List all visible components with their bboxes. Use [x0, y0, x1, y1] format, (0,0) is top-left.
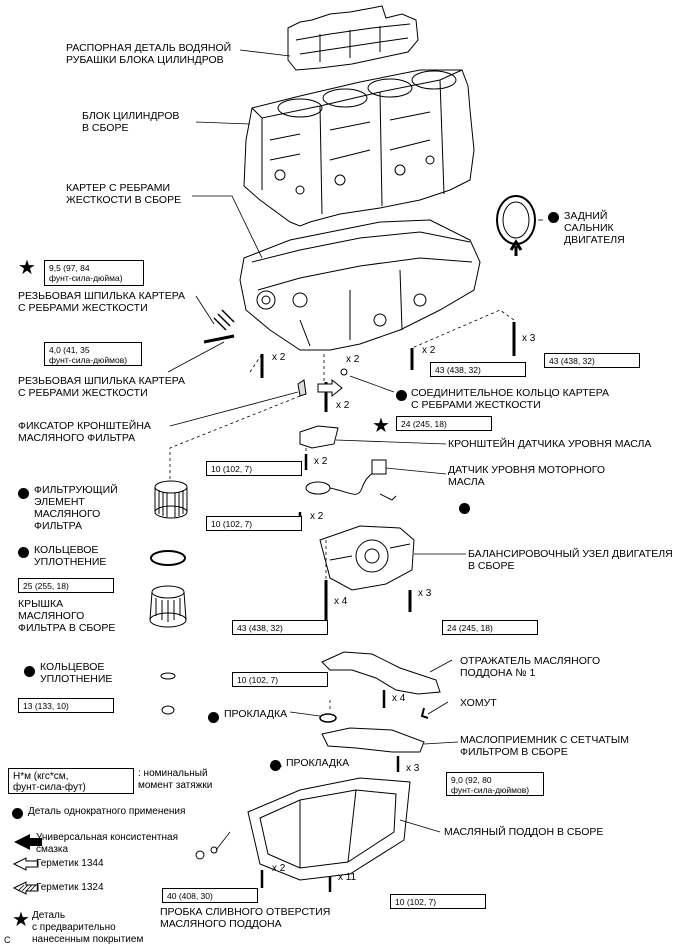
baffle-part	[321, 651, 441, 695]
non-reusable-icon	[208, 712, 219, 723]
label-oil-level-bracket: КРОНШТЕЙН ДАТЧИКА УРОВНЯ МАСЛА	[448, 438, 652, 450]
legend-sealant-1324: Герметик 1324	[36, 882, 104, 893]
label-clamp: ХОМУТ	[460, 697, 497, 709]
water-jacket-spacer-part	[287, 5, 419, 71]
label-drain-plug: ПРОБКА СЛИВНОГО ОТВЕРСТИЯ МАСЛЯНОГО ПОДД…	[160, 906, 331, 930]
label-cylinder-block: БЛОК ЦИЛИНДРОВ В СБОРЕ	[82, 110, 180, 134]
quantity-label: x 2	[336, 400, 350, 411]
torque-box: 9,5 (97, 84 фунт-сила-дюйма)	[44, 260, 144, 286]
label-rear-oil-seal: ЗАДНИЙ САЛЬНИК ДВИГАТЕЛЯ	[564, 210, 625, 246]
quantity-label: x 3	[522, 333, 536, 344]
legend-grease: Универсальная консистентная смазка	[36, 832, 179, 855]
quantity-label: x 3	[406, 763, 420, 774]
torque-box: 9,0 (92, 80 фунт-сила-дюймов)	[446, 772, 544, 796]
label-filter-cap: КРЫШКА МАСЛЯНОГО ФИЛЬТРА В СБОРЕ	[18, 598, 116, 634]
label-water-jacket-spacer: РАСПОРНАЯ ДЕТАЛЬ ВОДЯНОЙ РУБАШКИ БЛОКА Ц…	[66, 42, 232, 66]
filter-bracket-retainer-part	[297, 379, 307, 397]
corner-mark: C	[4, 935, 11, 945]
cylinder-block-part	[243, 69, 475, 227]
non-reusable-icon	[548, 212, 559, 223]
torque-box: 43 (438, 32)	[544, 353, 640, 368]
label-stud-bolt-1: РЕЗЬБОВАЯ ШПИЛЬКА КАРТЕРА С РЕБРАМИ ЖЕСТ…	[18, 290, 186, 314]
quantity-label: x 2	[422, 345, 436, 356]
torque-box: 13 (133, 10)	[18, 698, 114, 713]
label-oil-pan: МАСЛЯНЫЙ ПОДДОН В СБОРЕ	[444, 826, 604, 838]
legend-non-reusable: Деталь однократного применения	[28, 806, 186, 817]
oil-level-bracket-part	[299, 425, 339, 449]
gasket-part-2	[210, 846, 218, 854]
legend-unit-box: Н*м (кгс*см, фунт-сила-фут)	[8, 768, 134, 794]
quantity-label: x 2	[272, 352, 286, 363]
sensor-clip-part	[379, 493, 397, 501]
crankcase-ring-part	[340, 368, 348, 376]
rear-oil-seal-part	[496, 195, 536, 256]
label-filter-bracket-retainer: ФИКСАТОР КРОНШТЕЙНА МАСЛЯНОГО ФИЛЬТРА	[18, 420, 151, 444]
label-o-ring-1: КОЛЬЦЕВОЕ УПЛОТНЕНИЕ	[34, 544, 107, 568]
sealant-1324-arrow-icon	[12, 881, 39, 895]
drain-plug-part	[195, 850, 205, 860]
o-ring-part-2	[160, 672, 176, 680]
sealant-1344-arrow-icon	[12, 857, 39, 871]
oil-pan-part	[247, 777, 411, 881]
non-reusable-icon	[18, 547, 29, 558]
non-reusable-icon	[12, 808, 23, 819]
oil-level-sensor-part	[305, 459, 387, 495]
balancer-part	[319, 525, 415, 591]
label-stud-bolt-2: РЕЗЬБОВАЯ ШПИЛЬКА КАРТЕРА С РЕБРАМИ ЖЕСТ…	[18, 375, 186, 399]
quantity-label: x 11	[338, 872, 357, 883]
label-o-ring-2: КОЛЬЦЕВОЕ УПЛОТНЕНИЕ	[40, 661, 113, 685]
label-strainer: МАСЛОПРИЕМНИК С СЕТЧАТЫМ ФИЛЬТРОМ В СБОР…	[460, 734, 629, 758]
torque-box: 4,0 (41, 35 фунт-сила-дюймов)	[44, 342, 142, 366]
torque-box: 10 (102, 7)	[206, 516, 302, 531]
small-plug-part	[161, 705, 175, 715]
torque-box: 10 (102, 7)	[390, 894, 486, 909]
filter-cap-part	[149, 585, 187, 628]
torque-box: 25 (255, 18)	[18, 578, 114, 593]
torque-box: 40 (408, 30)	[162, 888, 258, 903]
quantity-label: x 3	[418, 588, 432, 599]
non-reusable-icon	[270, 760, 281, 771]
non-reusable-icon	[396, 390, 407, 401]
strainer-part	[321, 727, 425, 753]
gasket-part-1	[319, 713, 337, 723]
legend-unit-description: : номинальный момент затяжки	[138, 768, 213, 791]
quantity-label: x 2	[272, 863, 286, 874]
label-stiffening-crankcase: КАРТЕР С РЕБРАМИ ЖЕСТКОСТИ В СБОРЕ	[66, 182, 182, 206]
torque-box: 24 (245, 18)	[396, 416, 492, 431]
non-reusable-icon	[24, 666, 35, 677]
label-filter-element: ФИЛЬТРУЮЩИЙ ЭЛЕМЕНТ МАСЛЯНОГО ФИЛЬТРА	[34, 484, 118, 532]
filter-element-part	[154, 480, 188, 519]
label-gasket-2: ПРОКЛАДКА	[286, 757, 350, 769]
label-crankcase-ring: СОЕДИНИТЕЛЬНОЕ КОЛЬЦО КАРТЕРА С РЕБРАМИ …	[411, 387, 610, 411]
sealant-arrow-1344	[317, 378, 343, 398]
o-ring-part-1	[150, 550, 186, 566]
label-baffle: ОТРАЖАТЕЛЬ МАСЛЯНОГО ПОДДОНА № 1	[460, 655, 601, 679]
precoated-star-icon: ★	[372, 415, 390, 437]
quantity-label: x 2	[314, 456, 328, 467]
torque-box: 43 (438, 32)	[232, 620, 328, 635]
precoated-star-icon: ★	[12, 909, 30, 931]
label-gasket-1: ПРОКЛАДКА	[224, 708, 288, 720]
quantity-label: x 2	[310, 511, 324, 522]
precoated-star-icon: ★	[18, 257, 36, 279]
torque-box: 24 (245, 18)	[442, 620, 538, 635]
grease-arrow-icon	[14, 834, 42, 850]
legend-precoated: Деталь с предварительно нанесенным покры…	[32, 910, 144, 945]
torque-box: 10 (102, 7)	[232, 672, 328, 687]
quantity-label: x 4	[392, 693, 406, 704]
clamp-part	[420, 707, 429, 719]
stiffening-crankcase-part	[239, 219, 481, 351]
legend-sealant-1344: Герметик 1344	[36, 858, 104, 869]
label-balancer: БАЛАНСИРОВОЧНЫЙ УЗЕЛ ДВИГАТЕЛЯ В СБОРЕ	[468, 548, 673, 572]
quantity-label: x 4	[334, 596, 348, 607]
quantity-label: x 2	[346, 354, 360, 365]
label-oil-level-sensor: ДАТЧИК УРОВНЯ МОТОРНОГО МАСЛА	[448, 464, 606, 488]
torque-box: 10 (102, 7)	[206, 461, 302, 476]
non-reusable-icon	[18, 488, 29, 499]
non-reusable-icon	[459, 503, 470, 514]
torque-box: 43 (438, 32)	[430, 362, 526, 377]
stud-bolt-part-1	[203, 309, 235, 344]
